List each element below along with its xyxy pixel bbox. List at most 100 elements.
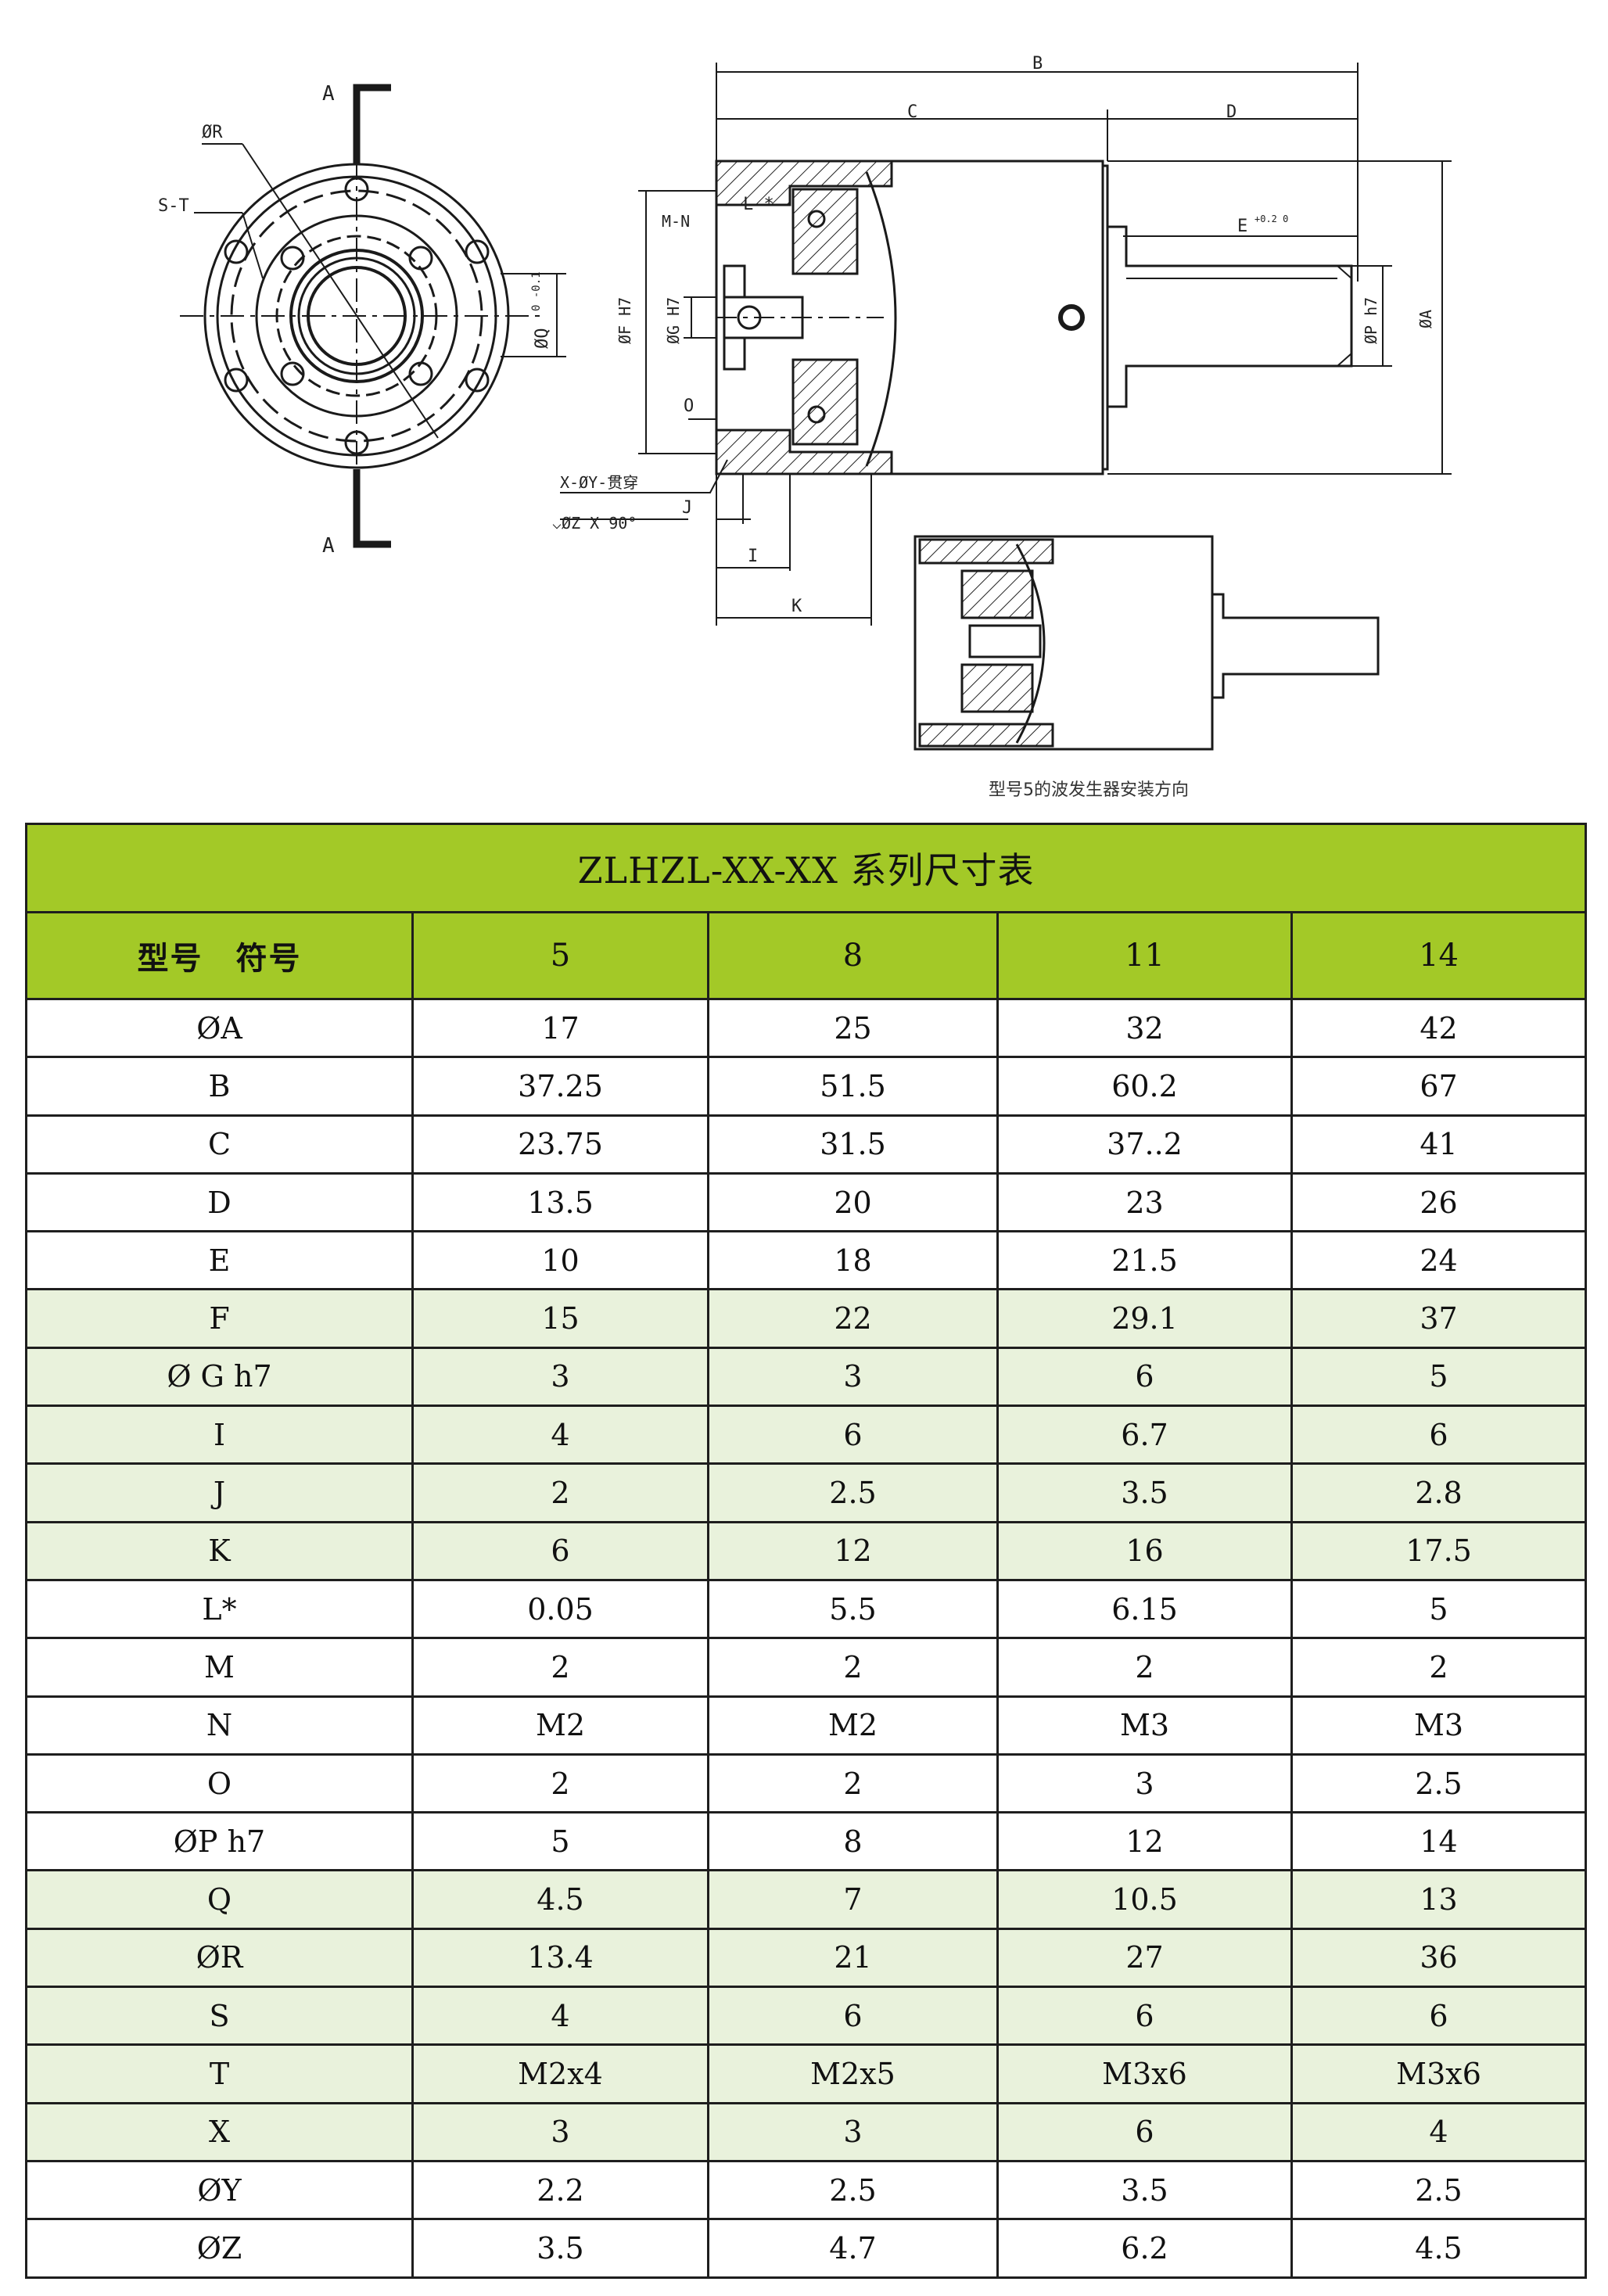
row-symbol: O <box>25 1752 414 1814</box>
drawing-caption: 型号5的波发生器安装方向 <box>989 780 1189 800</box>
row-value: 2 <box>996 1637 1293 1698</box>
row-value: 21.5 <box>996 1230 1293 1291</box>
row-value: 2.5 <box>707 2159 999 2221</box>
row-value: 16 <box>996 1520 1293 1581</box>
label-i: I <box>748 547 758 566</box>
row-value: M3x6 <box>996 2043 1293 2104</box>
row-value: 12 <box>996 1811 1293 1872</box>
row-value: 67 <box>1290 1056 1588 1117</box>
row-value: 6 <box>996 2101 1293 2162</box>
header-model: 11 <box>996 911 1293 1000</box>
row-value: M2 <box>411 1695 709 1756</box>
section-label-bottom: A <box>322 534 335 558</box>
row-symbol: N <box>25 1695 414 1756</box>
row-symbol: B <box>25 1056 414 1117</box>
row-value: 4.7 <box>707 2218 999 2279</box>
label-k: K <box>791 597 802 616</box>
row-symbol: M <box>25 1637 414 1698</box>
row-value: 4 <box>411 1986 709 2047</box>
row-value: 3.5 <box>411 2218 709 2279</box>
label-mn: M-N <box>662 212 690 231</box>
row-value: 6.2 <box>996 2218 1293 2279</box>
row-value: 10 <box>411 1230 709 1291</box>
label-c: C <box>907 102 917 122</box>
row-value: 3.5 <box>996 2159 1293 2221</box>
row-value: 4 <box>411 1405 709 1465</box>
label-b: B <box>1032 54 1043 74</box>
row-value: 6 <box>411 1520 709 1581</box>
row-symbol: E <box>25 1230 414 1291</box>
install-direction-view <box>913 535 1380 751</box>
row-symbol: K <box>25 1520 414 1581</box>
row-value: 2.5 <box>707 1462 999 1523</box>
label-e-tol: +0.2 0 <box>1254 213 1288 224</box>
label-l: L * <box>743 195 774 214</box>
row-value: 2 <box>1290 1637 1588 1698</box>
technical-drawing: A A ØR S-T ØQ 0 -0.1 <box>158 54 1452 751</box>
row-value: 42 <box>1290 997 1588 1059</box>
row-value: 13.4 <box>411 1927 709 1989</box>
row-value: 5 <box>1290 1346 1588 1408</box>
row-value: 6 <box>1290 1405 1588 1465</box>
row-symbol: ØR <box>25 1927 414 1989</box>
row-value: 3.5 <box>996 1462 1293 1523</box>
row-value: 4.5 <box>411 1869 709 1930</box>
row-value: 8 <box>707 1811 999 1872</box>
row-value: 31.5 <box>707 1114 999 1175</box>
row-value: 2.8 <box>1290 1462 1588 1523</box>
section-label-top: A <box>322 82 335 106</box>
row-symbol: Ø G h7 <box>25 1346 414 1408</box>
row-value: 6.15 <box>996 1578 1293 1640</box>
row-value: 13 <box>1290 1869 1588 1930</box>
row-value: 3 <box>411 2101 709 2162</box>
row-value: 41 <box>1290 1114 1588 1175</box>
row-value: M3 <box>1290 1695 1588 1756</box>
row-value: 13.5 <box>411 1171 709 1233</box>
table-header-row: 型号 符号 5 8 11 14 <box>25 911 1588 1000</box>
row-value: 6.7 <box>996 1405 1293 1465</box>
row-value: 17 <box>411 997 709 1059</box>
row-value: M2x4 <box>411 2043 709 2104</box>
row-value: 6 <box>1290 1986 1588 2047</box>
row-value: 51.5 <box>707 1056 999 1117</box>
row-symbol: D <box>25 1171 414 1233</box>
row-value: 6 <box>996 1986 1293 2047</box>
row-value: 2.2 <box>411 2159 709 2221</box>
row-value: 36 <box>1290 1927 1588 1989</box>
row-value: 2 <box>411 1462 709 1523</box>
row-value: 18 <box>707 1230 999 1291</box>
row-value: 3 <box>996 1752 1293 1814</box>
label-xy: X-ØY-贯穿 <box>560 473 638 492</box>
label-e: E <box>1237 217 1247 236</box>
row-value: 2.5 <box>1290 2159 1588 2221</box>
row-value: 5 <box>411 1811 709 1872</box>
row-value: 23 <box>996 1171 1293 1233</box>
label-r: ØR <box>202 123 223 142</box>
label-g: ØG H7 <box>664 297 683 344</box>
row-symbol: F <box>25 1288 414 1349</box>
row-value: 6 <box>707 1986 999 2047</box>
row-value: 2.5 <box>1290 1752 1588 1814</box>
row-value: 0.05 <box>411 1578 709 1640</box>
row-value: 2 <box>411 1752 709 1814</box>
row-value: 60.2 <box>996 1056 1293 1117</box>
row-value: M3x6 <box>1290 2043 1588 2104</box>
row-value: 20 <box>707 1171 999 1233</box>
row-symbol: T <box>25 2043 414 2104</box>
row-value: M2x5 <box>707 2043 999 2104</box>
row-symbol: L* <box>25 1578 414 1640</box>
row-symbol: J <box>25 1462 414 1523</box>
header-model: 8 <box>707 911 999 1000</box>
row-symbol: ØZ <box>25 2218 414 2279</box>
row-value: 4 <box>1290 2101 1588 2162</box>
